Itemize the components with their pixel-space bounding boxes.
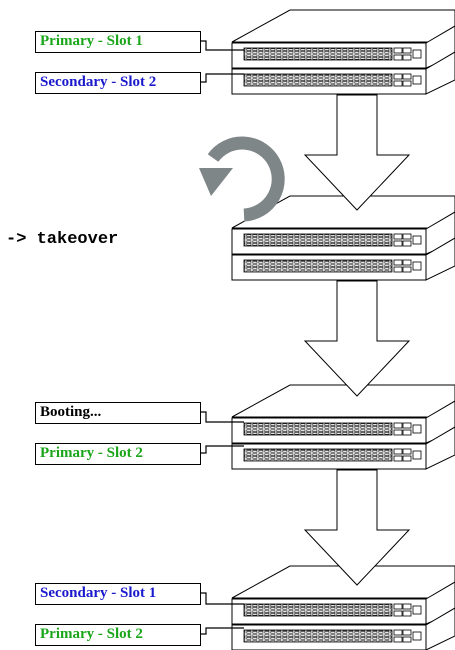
switch-stack-3 bbox=[231, 384, 455, 470]
stage-1-top-label: Primary - Slot 1 bbox=[35, 31, 201, 53]
takeover-command: -> takeover bbox=[6, 230, 119, 249]
down-arrow-1 bbox=[304, 94, 410, 211]
stage-1-bottom-label: Secondary - Slot 2 bbox=[35, 72, 201, 94]
stage-4-top-label: Secondary - Slot 1 bbox=[35, 583, 201, 605]
stage-4-bottom-label: Primary - Slot 2 bbox=[35, 624, 201, 646]
circular-arrow-icon bbox=[199, 136, 285, 222]
down-arrow-2 bbox=[304, 280, 410, 397]
leader-lines bbox=[200, 40, 244, 635]
switch-stack-4 bbox=[231, 565, 455, 650]
switch-stack-1 bbox=[231, 9, 455, 95]
stage-3-top-label: Booting... bbox=[35, 402, 201, 424]
stage-3-bottom-label: Primary - Slot 2 bbox=[35, 443, 201, 465]
